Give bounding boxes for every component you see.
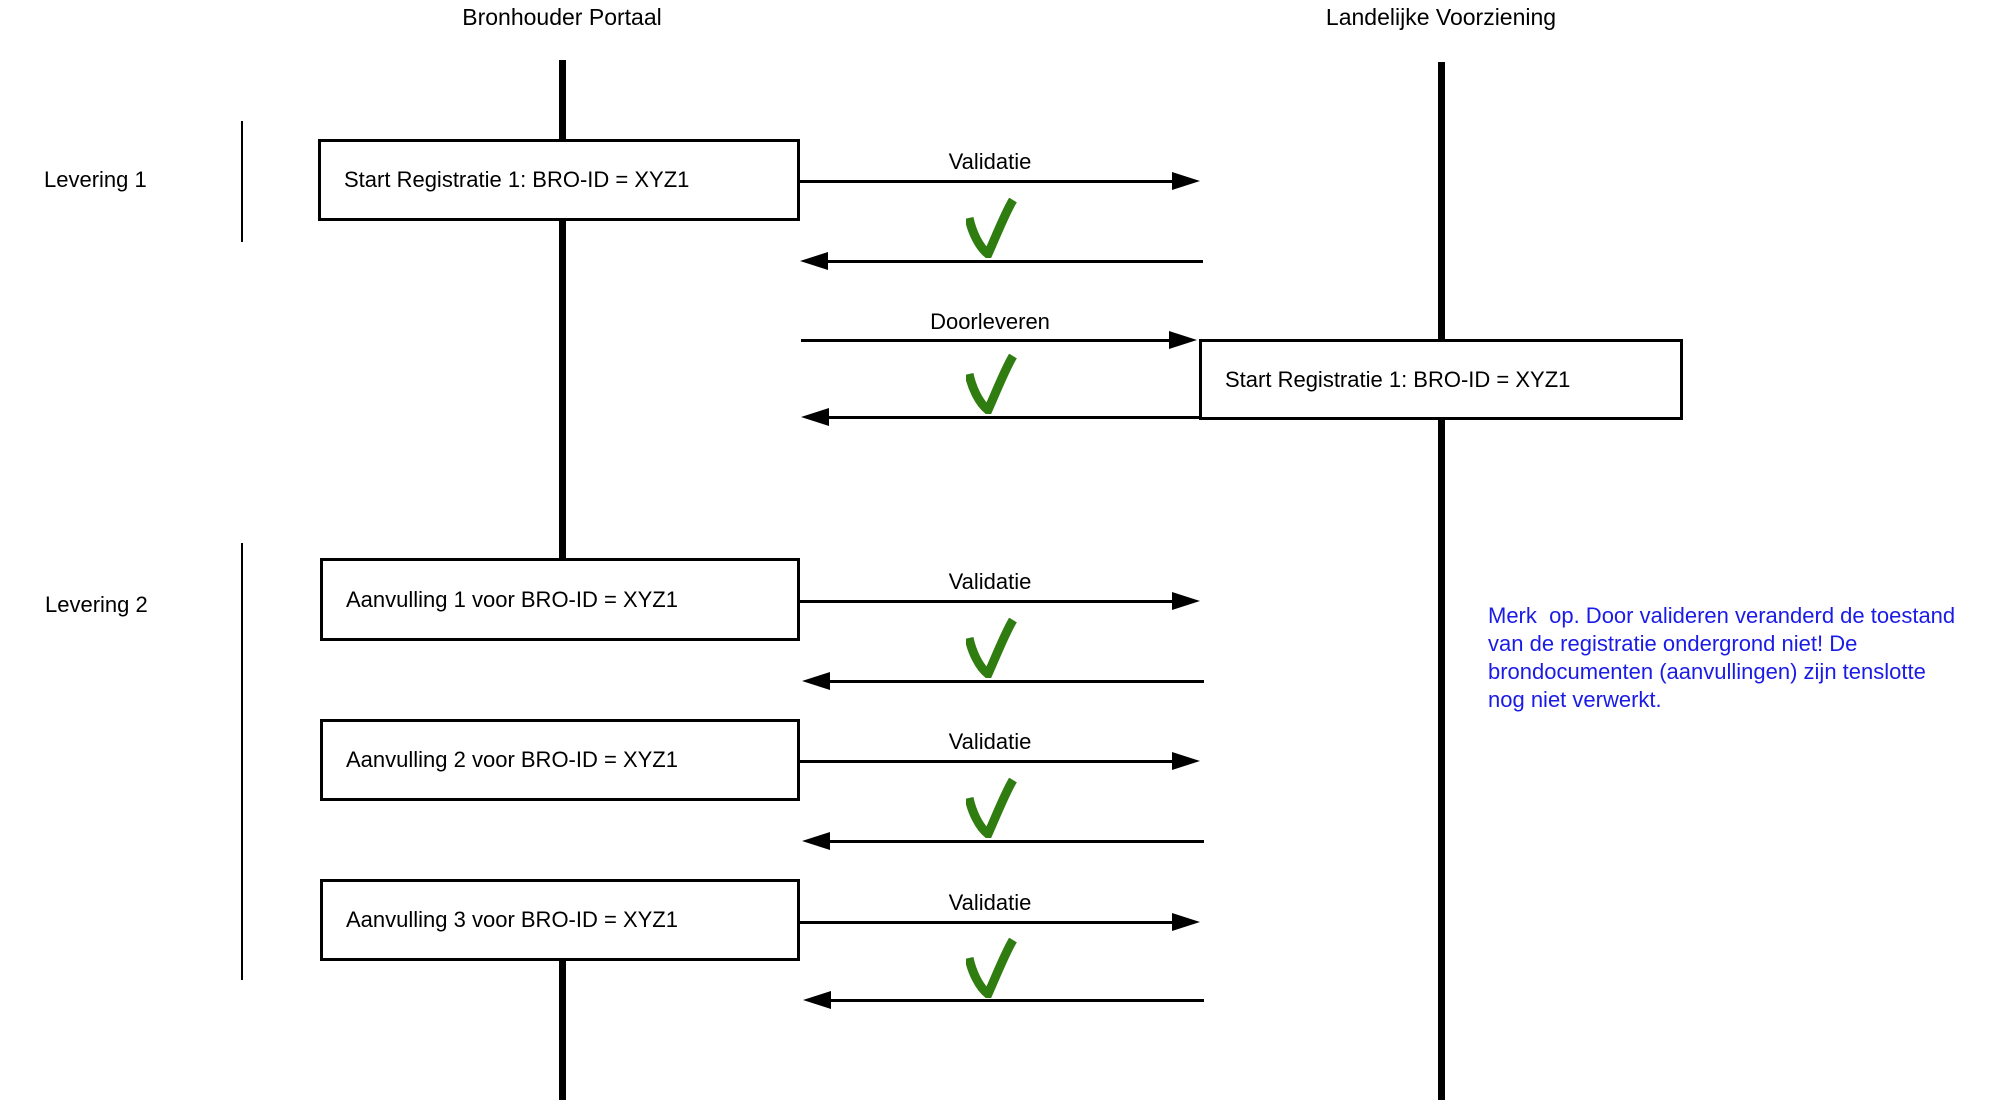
note-line-1: Merk op. Door valideren veranderd de toe… (1488, 603, 1956, 628)
note-line-2: van de registratie ondergrond niet! De (1488, 631, 1858, 656)
arrow-validatie-1-shaft (800, 180, 1174, 183)
checkmark-icon (966, 778, 1017, 838)
arrow-left-icon (802, 672, 830, 690)
arrow-return-4-shaft (828, 840, 1204, 843)
arrow-right-icon (1172, 592, 1200, 610)
box-aanvulling-3: Aanvulling 3 voor BRO-ID = XYZ1 (320, 879, 800, 961)
box-start-registratie-landelijke: Start Registratie 1: BRO-ID = XYZ1 (1199, 339, 1683, 420)
checkmark-icon (966, 938, 1017, 998)
group-label-levering-1: Levering 1 (44, 167, 147, 192)
checkmark-icon (966, 354, 1017, 414)
arrow-return-3-shaft (828, 680, 1204, 683)
lifeline-bronhouder-lower (559, 959, 566, 1100)
arrow-right-icon (1169, 331, 1197, 349)
message-label-validatie-1: Validatie (948, 149, 1032, 174)
arrow-validatie-4-shaft (800, 921, 1174, 924)
bracket-levering-1 (241, 121, 243, 242)
box-start-registratie-portaal-label: Start Registratie 1: BRO-ID = XYZ1 (344, 167, 690, 192)
lifeline-landelijke-voorziening (1438, 62, 1445, 1100)
arrow-left-icon (801, 408, 829, 426)
box-aanvulling-1-label: Aanvulling 1 voor BRO-ID = XYZ1 (346, 586, 678, 612)
arrow-right-icon (1172, 752, 1200, 770)
actor-title-landelijke-voorziening: Landelijke Voorziening (1325, 4, 1557, 30)
arrow-doorleveren-shaft (801, 339, 1170, 342)
message-label-validatie-3: Validatie (948, 729, 1032, 754)
box-start-registratie-portaal: Start Registratie 1: BRO-ID = XYZ1 (318, 139, 800, 221)
message-label-validatie-2: Validatie (948, 569, 1032, 594)
arrow-left-icon (800, 252, 828, 270)
checkmark-icon (966, 198, 1017, 258)
box-start-registratie-landelijke-label: Start Registratie 1: BRO-ID = XYZ1 (1225, 366, 1571, 392)
arrow-return-2-shaft (827, 416, 1201, 419)
arrow-left-icon (803, 991, 831, 1009)
note-text: Merk op. Door valideren veranderd de toe… (1488, 602, 2002, 714)
message-label-doorleveren: Doorleveren (930, 309, 1050, 334)
note-line-4: nog niet verwerkt. (1488, 687, 1662, 712)
box-aanvulling-3-label: Aanvulling 3 voor BRO-ID = XYZ1 (346, 907, 678, 932)
arrow-validatie-2-shaft (800, 600, 1174, 603)
box-aanvulling-1: Aanvulling 1 voor BRO-ID = XYZ1 (320, 558, 800, 641)
arrow-validatie-3-shaft (800, 760, 1174, 763)
group-label-levering-2: Levering 2 (45, 592, 148, 617)
box-aanvulling-2: Aanvulling 2 voor BRO-ID = XYZ1 (320, 719, 800, 801)
arrow-right-icon (1172, 172, 1200, 190)
message-label-validatie-4: Validatie (948, 890, 1032, 915)
checkmark-icon (966, 618, 1017, 678)
arrow-return-5-shaft (829, 999, 1204, 1002)
note-line-3: brondocumenten (aanvullingen) zijn tensl… (1488, 659, 1926, 684)
arrow-return-1-shaft (826, 260, 1203, 263)
box-aanvulling-2-label: Aanvulling 2 voor BRO-ID = XYZ1 (346, 747, 678, 772)
arrow-left-icon (802, 832, 830, 850)
actor-title-bronhouder-portaal: Bronhouder Portaal (462, 4, 662, 30)
lifeline-bronhouder-upper (559, 60, 566, 559)
arrow-right-icon (1172, 913, 1200, 931)
bracket-levering-2 (241, 543, 243, 980)
